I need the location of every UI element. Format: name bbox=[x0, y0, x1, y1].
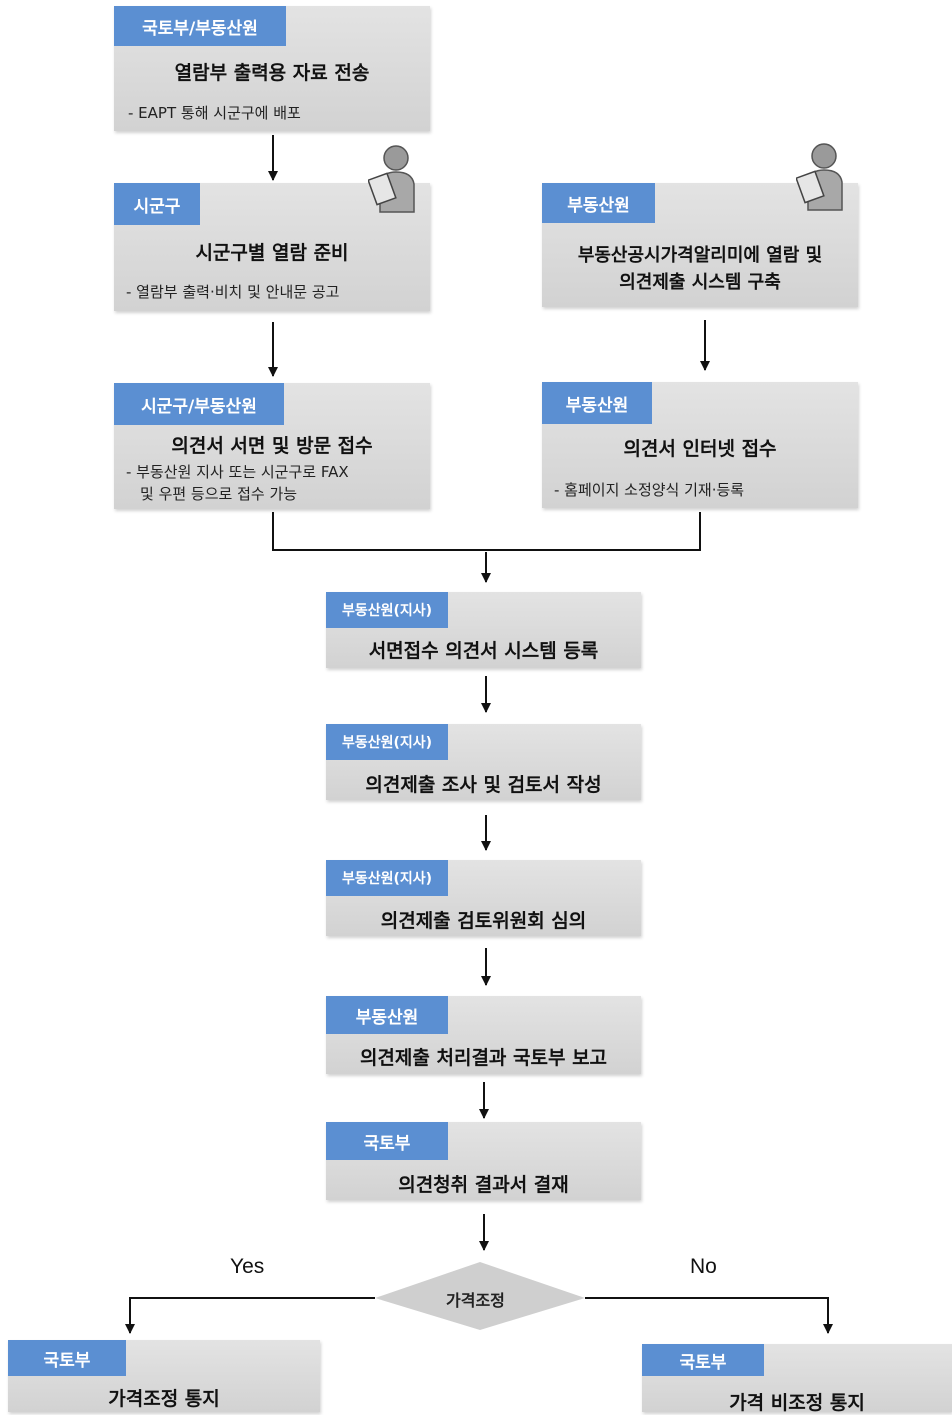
step-price-adjust-notice: 국토부 가격조정 통지 bbox=[8, 1340, 320, 1412]
step-note-line2: 및 우편 등으로 접수 가능 bbox=[140, 485, 298, 503]
step-title: 시군구별 열람 준비 bbox=[195, 242, 349, 264]
step-note: - EAPT 통해 시군구에 배포 bbox=[128, 104, 301, 122]
step-owner-tag: 국토부 bbox=[326, 1122, 448, 1160]
step-title: 열람부 출력용 자료 전송 bbox=[174, 62, 370, 84]
step-title-line1: 부동산공시가격알리미에 열람 및 bbox=[577, 245, 823, 266]
step-owner-tag: 부동산원(지사) bbox=[326, 860, 448, 896]
step-no-adjust-notice: 국토부 가격 비조정 통지 bbox=[642, 1344, 952, 1414]
yes-branch-label: Yes bbox=[230, 1255, 265, 1278]
decision-label: 가격조정 bbox=[446, 1291, 505, 1310]
step-committee-deliberation: 부동산원(지사) 의견제출 검토위원회 심의 bbox=[326, 860, 641, 936]
step-result-approval: 국토부 의견청취 결과서 결재 bbox=[326, 1122, 641, 1200]
step-data-transfer: 국토부/부동산원 열람부 출력용 자료 전송 - EAPT 통해 시군구에 배포 bbox=[114, 6, 430, 131]
person-reading-icon bbox=[368, 145, 415, 213]
step-owner-tag: 부동산원 bbox=[542, 183, 655, 223]
step-district-preparation: 시군구 시군구별 열람 준비 - 열람부 출력·비치 및 안내문 공고 bbox=[114, 183, 430, 311]
step-title: 의견제출 처리결과 국토부 보고 bbox=[359, 1047, 608, 1069]
step-title: 가격 비조정 통지 bbox=[729, 1392, 865, 1414]
step-owner-tag: 국토부 bbox=[642, 1344, 764, 1376]
step-note: - 열람부 출력·비치 및 안내문 공고 bbox=[126, 283, 340, 301]
step-owner-tag: 시군구 bbox=[114, 183, 200, 225]
step-internet-receipt: 부동산원 의견서 인터넷 접수 - 홈페이지 소정양식 기재·등록 bbox=[542, 382, 858, 508]
step-title: 가격조정 통지 bbox=[108, 1388, 220, 1410]
step-title: 의견청취 결과서 결재 bbox=[398, 1174, 569, 1196]
step-review-report: 부동산원(지사) 의견제출 조사 및 검토서 작성 bbox=[326, 724, 641, 800]
no-branch-label: No bbox=[690, 1255, 717, 1278]
step-title: 의견서 서면 및 방문 접수 bbox=[171, 435, 373, 457]
step-note-line1: - 부동산원 지사 또는 시군구로 FAX bbox=[126, 463, 349, 481]
step-system-registration: 부동산원(지사) 서면접수 의견서 시스템 등록 bbox=[326, 592, 641, 668]
step-system-setup: 부동산원 부동산공시가격알리미에 열람 및 의견제출 시스템 구축 bbox=[542, 183, 858, 307]
step-owner-tag: 시군구/부동산원 bbox=[114, 383, 284, 425]
step-owner-tag: 부동산원 bbox=[326, 996, 448, 1034]
step-note: - 홈페이지 소정양식 기재·등록 bbox=[554, 481, 745, 499]
step-report-to-ministry: 부동산원 의견제출 처리결과 국토부 보고 bbox=[326, 996, 641, 1074]
step-owner-tag: 부동산원(지사) bbox=[326, 724, 448, 760]
step-title: 의견서 인터넷 접수 bbox=[623, 438, 777, 460]
step-title: 의견제출 조사 및 검토서 작성 bbox=[365, 774, 602, 796]
step-title: 서면접수 의견서 시스템 등록 bbox=[368, 640, 599, 662]
step-owner-tag: 국토부 bbox=[8, 1340, 126, 1376]
step-owner-tag: 부동산원 bbox=[542, 382, 652, 424]
person-reading-icon bbox=[796, 143, 843, 211]
step-title: 의견제출 검토위원회 심의 bbox=[380, 910, 587, 932]
step-paper-visit-receipt: 시군구/부동산원 의견서 서면 및 방문 접수 - 부동산원 지사 또는 시군구… bbox=[114, 383, 430, 509]
step-owner-tag: 국토부/부동산원 bbox=[114, 6, 286, 46]
step-title-line2: 의견제출 시스템 구축 bbox=[619, 272, 781, 293]
step-owner-tag: 부동산원(지사) bbox=[326, 592, 448, 628]
